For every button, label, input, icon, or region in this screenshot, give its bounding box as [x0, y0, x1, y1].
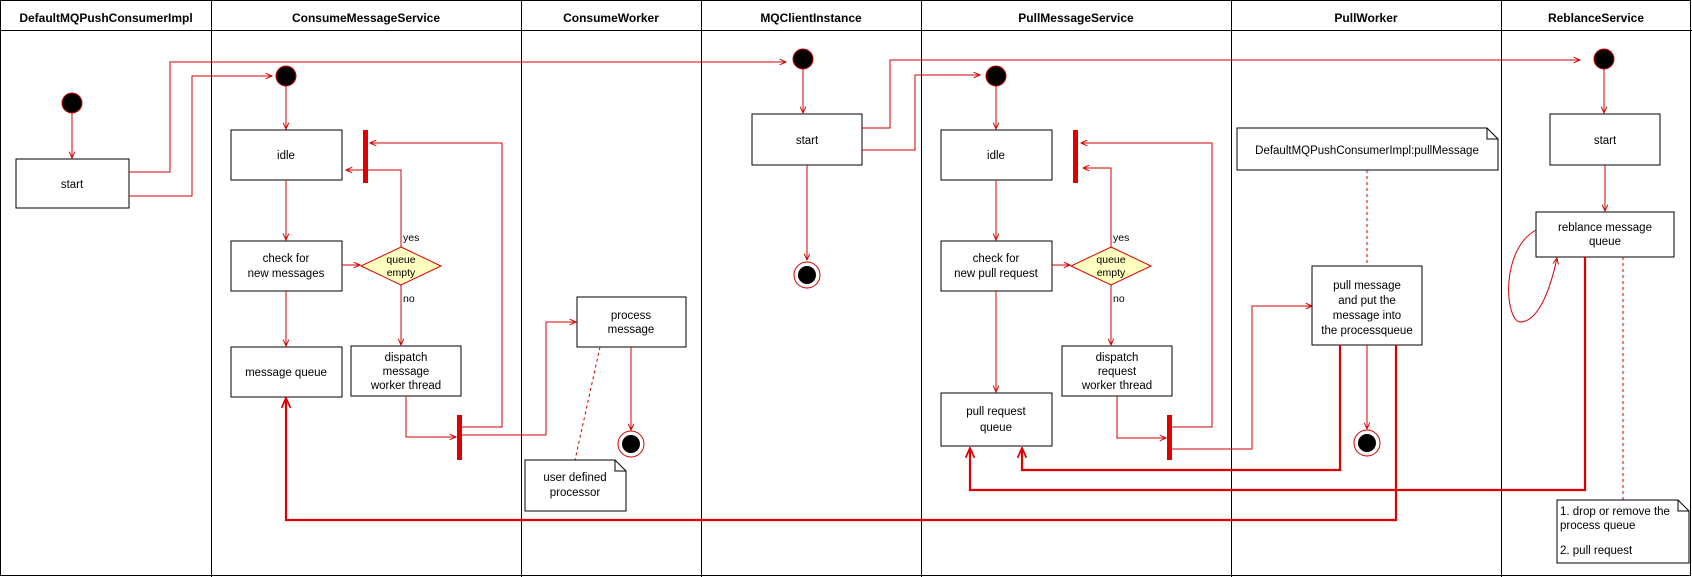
decision-yes-label-pms: yes [1113, 232, 1129, 244]
decision-no-label-cms: no [403, 293, 415, 305]
process-node-label-2: message [608, 324, 655, 336]
decision-node-cms-label-2: empty [387, 267, 416, 279]
sync-bar-cms-top [363, 130, 368, 183]
sync-bar-pms-bottom [1167, 415, 1172, 460]
flow-arrow [370, 143, 503, 428]
process-node-label-1: process [611, 310, 652, 322]
pull-message-node [1311, 265, 1423, 346]
decision-node-pms-label-1: queue [1096, 254, 1125, 266]
note-user-processor [524, 459, 627, 512]
dispatch-node-pms-label-1: dispatch [1096, 352, 1139, 364]
pull-request-queue-label-2: queue [980, 422, 1012, 434]
initial-node-rs [1593, 48, 1615, 70]
decision-no-label-pms: no [1113, 293, 1125, 305]
idle-node-pms [940, 129, 1053, 181]
self-loop-flow [1508, 229, 1557, 323]
check-node-cms-label-2: new messages [248, 268, 325, 280]
final-node-cw [622, 435, 640, 453]
flow-arrow [862, 60, 1580, 129]
start-node-rs-label: start [1594, 135, 1617, 147]
note-rebalance-label-1: 1. drop or remove the [1560, 506, 1670, 518]
decision-node-cms [359, 246, 443, 286]
check-node-pms-label-1: check for [973, 253, 1020, 265]
initial-node-cms [275, 65, 297, 87]
note-user-processor-label-1: user defined [543, 472, 606, 484]
note-fold [1486, 128, 1498, 140]
check-node-pms-label-2: new pull request [954, 268, 1039, 280]
idle-node-cms [230, 129, 343, 181]
lane-title-pms: PullMessageService [1018, 11, 1134, 25]
note-fold [1677, 500, 1689, 512]
note-rebalance-label-3: 2. pull request [1560, 545, 1633, 557]
decision-node-pms [1069, 246, 1153, 286]
note-pull-message-label: DefaultMQPushConsumerImpl:pullMessage [1255, 145, 1479, 157]
pull-message-label-2: and put the [1338, 295, 1396, 307]
flow-arrow [346, 170, 402, 247]
decision-node-cms-label-1: queue [386, 254, 415, 266]
dispatch-node-cms-label-1: dispatch [385, 352, 428, 364]
dispatch-node-cms-label-3: worker thread [370, 380, 441, 392]
pull-message-label-4: the processqueue [1321, 325, 1412, 337]
lane-title-pw: PullWorker [1334, 11, 1397, 25]
idle-node-pms-label: idle [987, 150, 1005, 162]
note-fold [614, 460, 626, 472]
dispatch-node-pms [1061, 345, 1173, 397]
decision-node-pms-label-2: empty [1097, 267, 1126, 279]
pull-request-queue-label-1: pull request [966, 406, 1026, 418]
check-node-cms [230, 240, 343, 292]
final-node-pw [1358, 434, 1376, 452]
message-queue-node-label: message queue [245, 367, 327, 379]
flow-arrow-thick [970, 257, 1587, 492]
pull-message-label-1: pull message [1333, 280, 1401, 292]
rebalance-node [1535, 211, 1675, 258]
pull-request-queue-node [940, 392, 1053, 447]
flow-arrow [862, 75, 980, 151]
start-node-mq-label: start [796, 135, 819, 147]
start-node-mq [751, 113, 863, 166]
start-node-dmq [15, 158, 130, 209]
flow-arrow [1081, 143, 1213, 428]
flow-arrow [1083, 168, 1112, 247]
flow-arrow [129, 76, 272, 197]
lane-title-cms: ConsumeMessageService [292, 11, 440, 25]
sync-bar-pms-top [1073, 130, 1078, 183]
process-node [576, 296, 687, 348]
pull-message-label-3: message into [1333, 310, 1401, 322]
final-node-mq [798, 266, 816, 284]
dispatch-node-pms-label-2: request [1098, 366, 1137, 378]
note-pull-message [1236, 127, 1499, 171]
lane-title-dmq: DefaultMQPushConsumerImpl [19, 11, 192, 25]
lane-title-rs: ReblanceService [1548, 11, 1644, 25]
flow-arrow [1116, 396, 1166, 438]
check-node-cms-label-1: check for [263, 253, 310, 265]
sync-bar-cms-bottom [457, 415, 462, 460]
flow-arrow [405, 396, 456, 437]
idle-node-cms-label: idle [277, 150, 295, 162]
note-connector [574, 346, 601, 461]
flow-arrow [462, 322, 576, 436]
dispatch-node-cms-label-2: message [383, 366, 430, 378]
start-node-dmq-label: start [61, 179, 84, 191]
check-node-pms [940, 240, 1053, 292]
dispatch-node-pms-label-3: worker thread [1081, 380, 1152, 392]
flow-arrow-thick [1022, 345, 1342, 472]
flow-arrow [1172, 306, 1312, 450]
initial-node-dmq [61, 92, 83, 114]
lane-title-mq: MQClientInstance [760, 11, 862, 25]
flow-arrow [129, 62, 786, 173]
dispatch-node-cms [350, 345, 462, 397]
flow-arrow-thick [286, 345, 1398, 522]
rebalance-node-label-1: reblance message [1558, 222, 1652, 234]
initial-node-pms [985, 65, 1007, 87]
note-rebalance-label-2: process queue [1560, 520, 1635, 532]
decision-yes-label-cms: yes [403, 232, 419, 244]
rebalance-node-label-2: queue [1589, 236, 1621, 248]
initial-node-mq [792, 48, 814, 70]
note-rebalance [1556, 499, 1690, 564]
note-user-processor-label-2: processor [550, 487, 601, 499]
lane-title-cw: ConsumeWorker [563, 11, 659, 25]
